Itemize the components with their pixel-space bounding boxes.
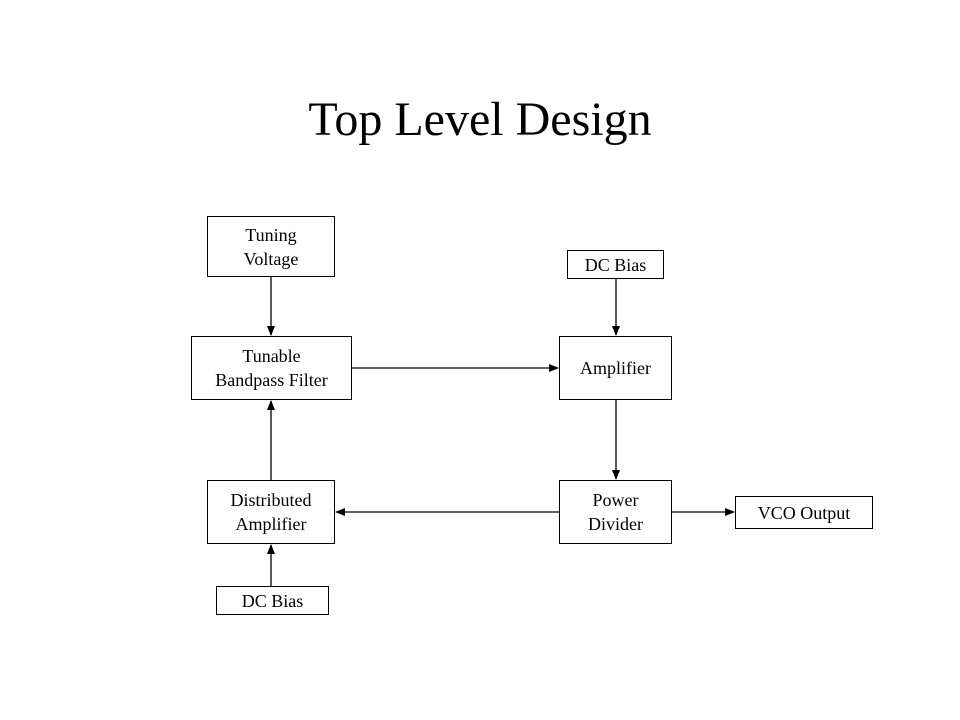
power-divider-block: Power Divider bbox=[559, 480, 672, 544]
page-title: Top Level Design bbox=[308, 93, 652, 146]
vco-output-block: VCO Output bbox=[735, 496, 873, 529]
tuning-voltage-block: Tuning Voltage bbox=[207, 216, 335, 277]
distributed-amplifier-block: Distributed Amplifier bbox=[207, 480, 335, 544]
dc-bias-bottom-block: DC Bias bbox=[216, 586, 329, 615]
tunable-bandpass-filter-block: Tunable Bandpass Filter bbox=[191, 336, 352, 400]
amplifier-block: Amplifier bbox=[559, 336, 672, 400]
dc-bias-top-block: DC Bias bbox=[567, 250, 664, 279]
